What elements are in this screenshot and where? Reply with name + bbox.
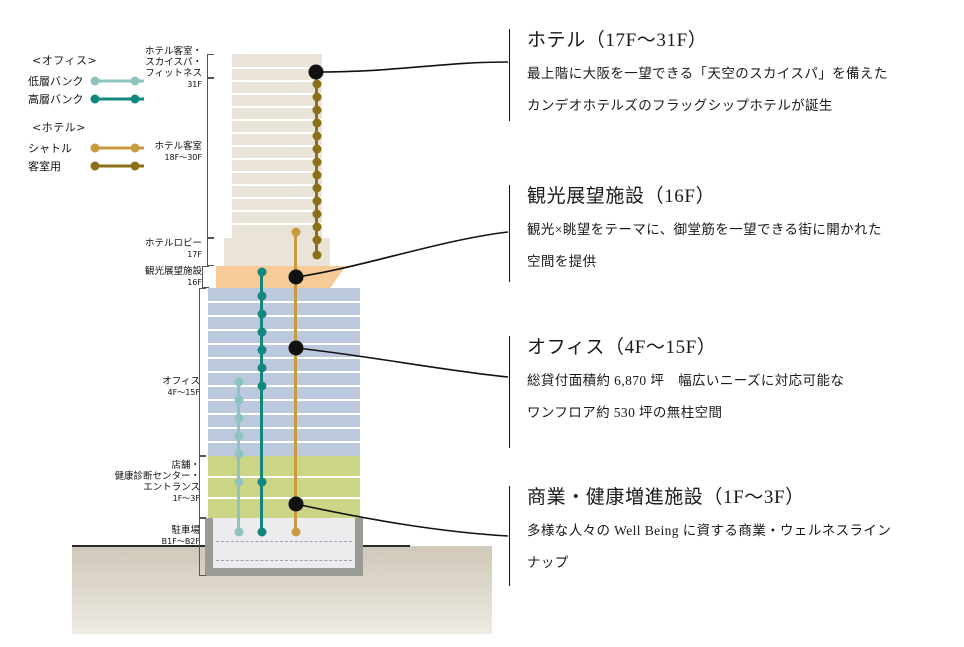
office-high-bank-node (257, 363, 266, 373)
observation-band (216, 266, 346, 288)
callout-dot-office[interactable] (288, 340, 304, 356)
hotel-shuttle-line (294, 232, 297, 532)
guest-elevator-node (312, 144, 321, 154)
office-band (208, 288, 360, 456)
panel-retail-line-1: 多様な人々の Well Being に資する商業・ウェルネスライン (527, 522, 892, 538)
office-high-bank-node (257, 327, 266, 337)
floor-bracket-4-15f (199, 288, 206, 456)
guest-elevator-node (312, 79, 321, 89)
floor-label-16f: 観光展望施設 16F (144, 266, 202, 287)
legend-item-low-bank: 低層バンク (28, 72, 158, 89)
office-low-bank-node (234, 413, 243, 423)
guest-elevator-node (312, 92, 321, 102)
floor-bracket-18-30f (207, 78, 214, 238)
office-high-bank-node-top (257, 267, 266, 277)
callout-dot-hotel[interactable] (308, 64, 324, 80)
panel-office: オフィス（4F〜15F） 総貸付面積約 6,870 坪 幅広いニーズに対応可能な… (509, 336, 844, 448)
legend-label-guest-elevator: 客室用 (28, 159, 61, 173)
legend-heading-office: <オフィス> (32, 54, 98, 67)
legend-label-high-bank: 高層バンク (28, 92, 84, 106)
legend-swatch-guest-elevator (90, 160, 148, 172)
guest-elevator-node (312, 235, 321, 245)
panel-retail-title: 商業・健康増進施設（1F〜3F） (527, 487, 805, 508)
office-high-bank-node (257, 345, 266, 355)
floor-label-31f: ホテル客室・ スカイスパ・ フィットネス 31F (144, 46, 202, 89)
observation-band-chamfer (330, 266, 346, 288)
leader-observation (295, 231, 509, 278)
floor-bracket-17f (207, 238, 214, 266)
guest-elevator-node (312, 131, 321, 141)
panel-observation-title: 観光展望施設（16F） (527, 186, 716, 207)
legend: <オフィス> 低層バンク 高層バンク <ホテル> シャトル 客室用 (28, 52, 158, 175)
office-high-bank-node (257, 477, 266, 487)
hotel-shuttle-node-bottom (291, 527, 300, 537)
legend-item-high-bank: 高層バンク (28, 90, 158, 107)
office-low-bank-node-bottom (234, 527, 243, 537)
retail-band (208, 456, 360, 518)
floor-label-4-15f: オフィス 4F〜15F (162, 376, 200, 397)
panel-hotel: ホテル（17F〜31F） 最上階に大阪を一望できる「天空のスカイスパ」を備えた … (509, 29, 888, 121)
building-section (205, 54, 363, 576)
guest-elevator-node (312, 118, 321, 128)
legend-heading-hotel: <ホテル> (32, 121, 86, 134)
legend-label-low-bank: 低層バンク (28, 74, 84, 88)
panel-hotel-line-1: 最上階に大阪を一望できる「天空のスカイスパ」を備えた (527, 65, 888, 81)
legend-item-guest-elevator: 客室用 (28, 157, 158, 174)
office-high-bank-node (257, 291, 266, 301)
office-low-bank-node (234, 431, 243, 441)
office-low-bank-node (234, 477, 243, 487)
guest-elevator-node (312, 170, 321, 180)
legend-item-shuttle: シャトル (28, 139, 158, 156)
legend-swatch-high-bank (90, 93, 148, 105)
floor-bracket-31f (207, 54, 214, 78)
panel-observation-line-1: 観光×眺望をテーマに、御堂筋を一望できる街に開かれた (527, 221, 882, 237)
floor-label-17f: ホテルロビー 17F (144, 238, 202, 259)
office-low-bank-node (234, 449, 243, 459)
hotel-tower-band (232, 54, 322, 238)
callout-dot-retail[interactable] (288, 496, 304, 512)
panel-hotel-line-2: カンデオホテルズのフラッグシップホテルが誕生 (527, 97, 833, 113)
office-high-bank-node (257, 381, 266, 391)
panel-retail: 商業・健康増進施設（1F〜3F） 多様な人々の Well Being に資する商… (509, 486, 891, 586)
guest-elevator-node (312, 209, 321, 219)
floor-bracket-b1-b2f (199, 518, 206, 576)
guest-elevator-node (312, 196, 321, 206)
guest-elevator-node (312, 183, 321, 193)
office-low-bank-node-top (234, 377, 243, 387)
legend-swatch-shuttle (90, 142, 148, 154)
leader-retail (295, 503, 509, 537)
callout-dot-observation[interactable] (288, 269, 304, 285)
panel-observation: 観光展望施設（16F） 観光×眺望をテーマに、御堂筋を一望できる街に開かれた 空… (509, 185, 882, 282)
leader-office (295, 347, 509, 378)
floor-label-18-30f: ホテル客室 18F〜30F (154, 141, 202, 162)
office-high-bank-node-bottom (257, 527, 266, 537)
basement-interior (213, 518, 355, 568)
guest-elevator-node (312, 157, 321, 167)
panel-office-title: オフィス（4F〜15F） (527, 337, 717, 358)
panel-office-line-2: ワンフロア約 530 坪の無柱空間 (527, 404, 723, 420)
panel-hotel-title: ホテル（17F〜31F） (527, 30, 708, 51)
leader-hotel (315, 61, 509, 73)
floor-bracket-1-3f (199, 456, 206, 518)
office-high-bank-line (260, 272, 263, 532)
guest-elevator-node (312, 105, 321, 115)
hotel-shuttle-node-top (291, 227, 300, 237)
office-high-bank-node (257, 309, 266, 319)
floor-label-1-3f: 店舗・ 健康診断センター・ エントランス 1F〜3F (114, 460, 200, 503)
basement-floor-line-b1 (216, 541, 352, 542)
basement-floor-line-b2 (216, 560, 352, 561)
panel-observation-line-2: 空間を提供 (527, 253, 597, 269)
panel-retail-line-2: ナップ (527, 554, 569, 570)
floor-bracket-16f (202, 266, 209, 288)
floor-label-b1-b2f: 駐車場 B1F〜B2F (161, 525, 200, 546)
panel-office-line-1: 総貸付面積約 6,870 坪 幅広いニーズに対応可能な (527, 372, 845, 388)
office-low-bank-node (234, 395, 243, 405)
guest-elevator-node-bottom (312, 250, 321, 260)
legend-label-shuttle: シャトル (28, 141, 72, 155)
legend-swatch-low-bank (90, 75, 148, 87)
guest-elevator-node (312, 222, 321, 232)
